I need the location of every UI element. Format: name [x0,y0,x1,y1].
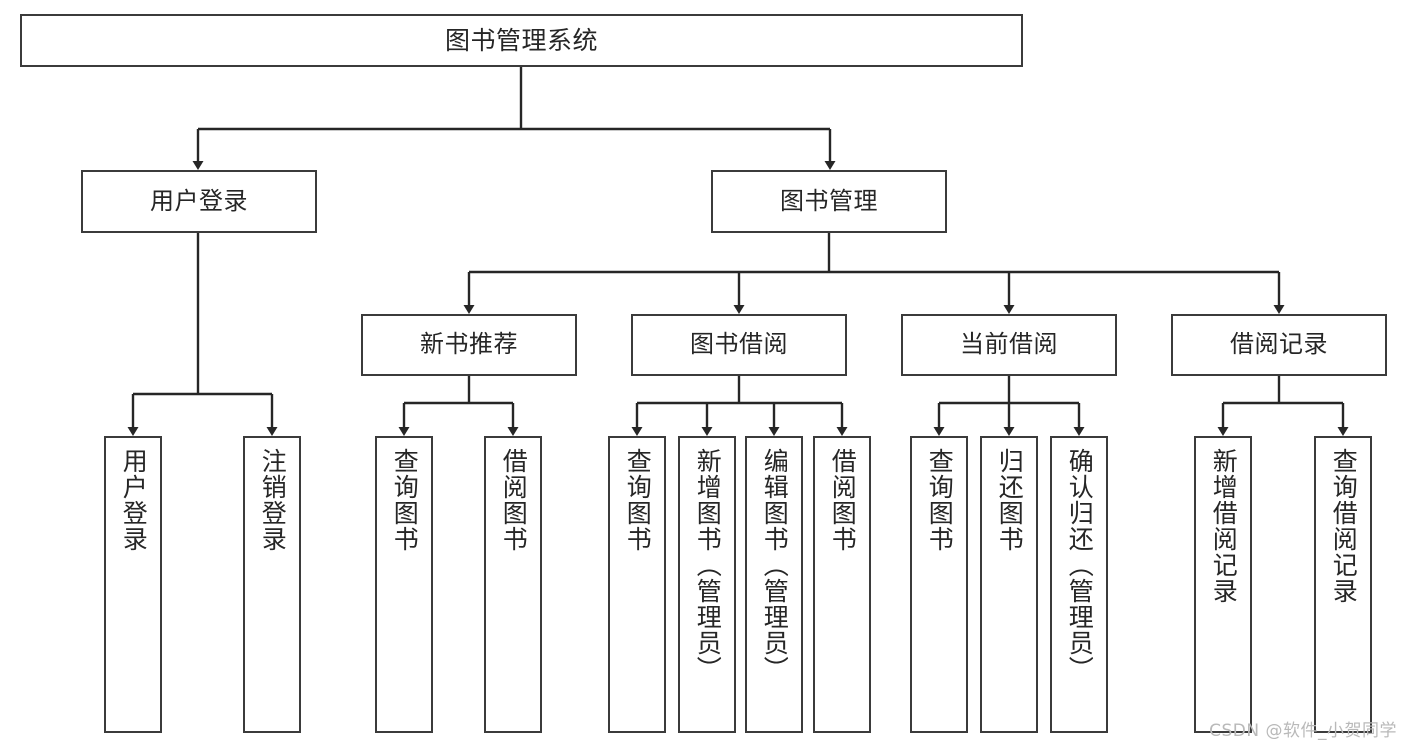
node-leaf-edit-book-admin[interactable]: 编辑图书（管理员） [745,436,803,733]
node-label: 用户登录 [119,448,149,552]
node-leaf-query-book-recommend[interactable]: 查询图书 [375,436,433,733]
node-new-book-recommend[interactable]: 新书推荐 [361,314,577,376]
node-leaf-add-borrow-record[interactable]: 新增借阅记录 [1194,436,1252,733]
node-leaf-user-logout[interactable]: 注销登录 [243,436,301,733]
node-leaf-borrow-book[interactable]: 借阅图书 [813,436,871,733]
node-user-login[interactable]: 用户登录 [81,170,317,233]
node-leaf-query-borrow-record[interactable]: 查询借阅记录 [1314,436,1372,733]
node-root-book-management-system[interactable]: 图书管理系统 [20,14,1023,67]
node-borrow-record[interactable]: 借阅记录 [1171,314,1387,376]
node-leaf-return-book[interactable]: 归还图书 [980,436,1038,733]
node-label: 查询图书 [623,448,653,552]
node-current-borrow[interactable]: 当前借阅 [901,314,1117,376]
node-label: 借阅图书 [499,448,529,552]
node-leaf-user-login[interactable]: 用户登录 [104,436,162,733]
node-label: 图书管理系统 [444,26,598,55]
node-label: 编辑图书（管理员） [760,448,790,682]
node-book-borrow[interactable]: 图书借阅 [631,314,847,376]
node-label: 新增借阅记录 [1209,448,1239,604]
node-label: 确认归还（管理员） [1065,448,1095,682]
node-label: 图书管理 [780,186,878,215]
watermark-text: CSDN @软件_小贺同学 [1209,721,1397,741]
node-label: 查询借阅记录 [1329,448,1359,604]
node-leaf-query-book-current[interactable]: 查询图书 [910,436,968,733]
node-label: 图书借阅 [690,330,788,359]
node-book-management[interactable]: 图书管理 [711,170,947,233]
node-label: 归还图书 [995,448,1025,552]
node-label: 借阅图书 [828,448,858,552]
node-label: 新增图书（管理员） [693,448,723,682]
node-label: 注销登录 [258,448,288,552]
node-label: 用户登录 [150,186,248,215]
node-leaf-confirm-return-admin[interactable]: 确认归还（管理员） [1050,436,1108,733]
node-leaf-query-book-borrow[interactable]: 查询图书 [608,436,666,733]
node-label: 当前借阅 [960,330,1058,359]
node-label: 新书推荐 [420,330,518,359]
node-leaf-add-book-admin[interactable]: 新增图书（管理员） [678,436,736,733]
node-leaf-borrow-book-recommend[interactable]: 借阅图书 [484,436,542,733]
node-label: 查询图书 [925,448,955,552]
node-label: 查询图书 [390,448,420,552]
node-label: 借阅记录 [1230,330,1328,359]
